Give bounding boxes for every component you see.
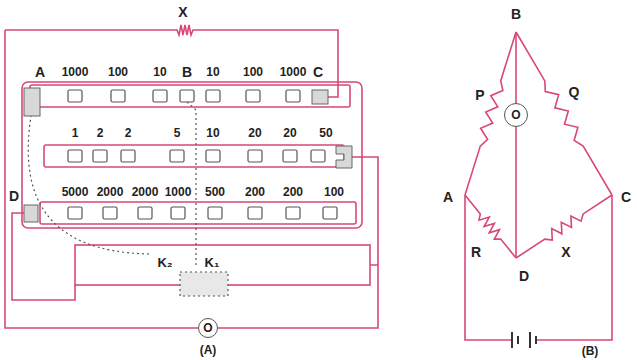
wires	[5, 30, 612, 340]
plug-socket	[323, 207, 337, 219]
wire	[515, 127, 517, 258]
plug-socket	[68, 150, 82, 162]
plug-socket	[286, 207, 300, 219]
label: Q	[569, 85, 580, 99]
label: 1000	[280, 66, 307, 78]
dotted-lead	[187, 102, 196, 268]
wire	[5, 30, 199, 328]
label: 100	[243, 66, 263, 78]
plug-socket	[283, 150, 297, 162]
battery-plate	[517, 336, 519, 344]
label: R	[471, 245, 481, 259]
label: 2000	[132, 186, 159, 198]
plug-socket	[206, 150, 220, 162]
label: A	[35, 65, 45, 79]
wire	[515, 32, 517, 103]
key-leads	[28, 102, 228, 296]
label: 20	[248, 127, 261, 139]
plug-socket	[286, 90, 300, 102]
plug-socket	[171, 207, 185, 219]
galvanometer-label: O	[203, 322, 212, 334]
wire	[205, 30, 338, 97]
battery-plate	[529, 332, 531, 348]
battery-plate	[511, 332, 513, 348]
label: 100	[108, 66, 128, 78]
label: D	[9, 189, 19, 203]
strip-row	[44, 145, 344, 167]
strip-row	[40, 202, 356, 224]
label: C	[313, 65, 323, 79]
terminals	[24, 88, 352, 222]
label: 200	[245, 186, 265, 198]
label: 2000	[97, 186, 124, 198]
plug-socket	[246, 90, 260, 102]
resistor-symbol	[516, 195, 612, 258]
label: 1000	[62, 66, 89, 78]
label: A	[443, 190, 453, 204]
label: 10	[206, 66, 219, 78]
galvanometer: O	[198, 318, 218, 338]
plug-socket	[93, 150, 107, 162]
generated-strokes	[68, 25, 612, 258]
plug-socket	[138, 207, 152, 219]
plug-socket	[248, 207, 262, 219]
plug-socket	[170, 150, 184, 162]
label: X	[561, 245, 570, 259]
label: 10	[153, 66, 166, 78]
label: D	[519, 269, 529, 283]
resistor-symbol	[465, 195, 516, 258]
label: 500	[205, 186, 225, 198]
resistor-symbol	[516, 32, 612, 195]
label: P	[475, 88, 484, 102]
label: 10	[206, 127, 219, 139]
strip-row	[30, 85, 350, 107]
label: K₂	[157, 256, 172, 269]
plug-socket	[68, 207, 82, 219]
galvanometer: O	[504, 103, 528, 127]
label: 50	[319, 127, 332, 139]
label: C	[621, 190, 631, 204]
label: K₁	[205, 256, 220, 269]
dotted-lead	[28, 110, 150, 254]
resistor-symbol	[165, 25, 205, 35]
plug-socket	[180, 90, 194, 102]
plug-key	[180, 272, 228, 296]
label: 20	[283, 127, 296, 139]
plug-socket	[206, 90, 220, 102]
label: B	[511, 7, 521, 21]
plug-socket	[111, 90, 125, 102]
plug-socket	[153, 90, 167, 102]
label: 1000	[165, 186, 192, 198]
wire	[12, 213, 75, 300]
plug-socket	[121, 150, 135, 162]
label: 5000	[62, 186, 89, 198]
galvanometer-label: O	[511, 109, 520, 121]
plug-socket	[68, 90, 82, 102]
label: 2	[97, 127, 104, 139]
plug-socket	[248, 150, 262, 162]
label: 5	[174, 127, 181, 139]
resistance-box	[22, 82, 362, 228]
terminal-corner	[336, 146, 352, 168]
wire	[5, 29, 165, 31]
terminal-d	[24, 205, 38, 222]
label: (A)	[200, 344, 217, 356]
plug-socket	[103, 207, 117, 219]
terminal-a	[24, 88, 40, 116]
plug-socket	[208, 207, 222, 219]
label: 2	[125, 127, 132, 139]
label: 200	[283, 186, 303, 198]
battery-plate	[535, 336, 537, 344]
battery-symbol	[512, 332, 536, 348]
label: (B)	[582, 345, 599, 357]
terminal-c	[312, 90, 328, 104]
plug-socket	[311, 150, 325, 162]
label: X	[178, 5, 187, 19]
label: 1	[72, 127, 79, 139]
label: B	[182, 65, 192, 79]
label: 100	[324, 186, 344, 198]
wire	[217, 265, 378, 328]
